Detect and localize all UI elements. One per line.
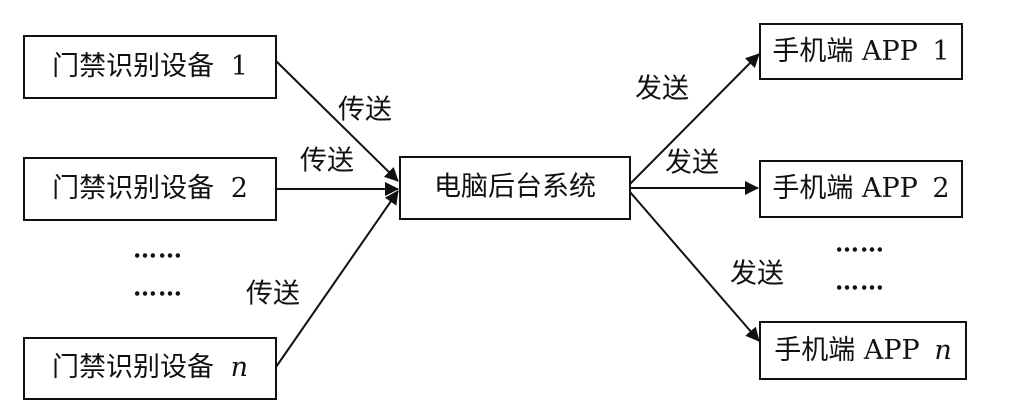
source-device-n: 门禁识别设备 n — [23, 337, 277, 400]
right-ellipsis-2: …… — [835, 267, 885, 296]
mobile-app-1-label: 手机端 APP — [772, 36, 917, 67]
mobile-app-1: 手机端 APP 1 — [759, 23, 963, 80]
source-device-n-label: 门禁识别设备 — [52, 352, 214, 383]
mobile-app-n-index: n — [934, 335, 951, 366]
source-device-2: 门禁识别设备 2 — [23, 157, 277, 221]
edge-label-send-1: 发送 — [635, 74, 689, 105]
svg-text:传送: 传送 — [300, 146, 354, 177]
source-device-1-index: 1 — [231, 51, 248, 82]
left-ellipsis-2: …… — [133, 273, 183, 302]
svg-text:发送: 发送 — [635, 74, 689, 105]
source-device-1-label: 门禁识别设备 — [52, 51, 214, 82]
svg-text:手机端 APP 2: 手机端 APP 2 — [772, 173, 949, 204]
mobile-app-2-index: 2 — [932, 173, 949, 204]
source-device-2-label: 门禁识别设备 — [52, 173, 214, 204]
svg-text:手机端 APP 1: 手机端 APP 1 — [772, 36, 949, 67]
mobile-app-2-label: 手机端 APP — [772, 173, 917, 204]
svg-text:发送: 发送 — [665, 148, 719, 179]
edge-label-transmit-1: 传送 — [338, 95, 392, 126]
edge-label-send-2: 发送 — [665, 148, 719, 179]
edge-label-transmit-2: 传送 — [300, 146, 354, 177]
mobile-app-2: 手机端 APP 2 — [759, 160, 963, 218]
edge-source-1-to-hub — [275, 60, 399, 182]
edge-label-send-n: 发送 — [730, 259, 784, 290]
svg-text:门禁识别设备 2: 门禁识别设备 2 — [52, 173, 248, 204]
edge-hub-to-app-1 — [629, 53, 760, 185]
backend-system-label: 电脑后台系统 — [434, 172, 596, 203]
edge-hub-to-app-n — [629, 191, 760, 342]
svg-text:发送: 发送 — [730, 259, 784, 290]
mobile-app-n: 手机端 APP n — [759, 321, 967, 380]
edge-source-n-to-hub — [275, 190, 399, 368]
svg-text:传送: 传送 — [338, 95, 392, 126]
svg-text:门禁识别设备 1: 门禁识别设备 1 — [52, 51, 248, 82]
source-device-1: 门禁识别设备 1 — [23, 35, 277, 99]
svg-text:门禁识别设备 n: 门禁识别设备 n — [52, 352, 248, 383]
right-ellipsis-1: …… — [835, 229, 885, 258]
mobile-app-1-index: 1 — [932, 36, 949, 67]
svg-text:手机端 APP n: 手机端 APP n — [774, 335, 951, 366]
backend-system: 电脑后台系统 — [399, 156, 631, 220]
source-device-2-index: 2 — [231, 173, 248, 204]
edge-label-transmit-n: 传送 — [246, 279, 300, 310]
source-device-n-index: n — [231, 352, 248, 383]
svg-text:传送: 传送 — [246, 279, 300, 310]
mobile-app-n-label: 手机端 APP — [774, 335, 919, 366]
left-ellipsis-1: …… — [133, 235, 183, 264]
